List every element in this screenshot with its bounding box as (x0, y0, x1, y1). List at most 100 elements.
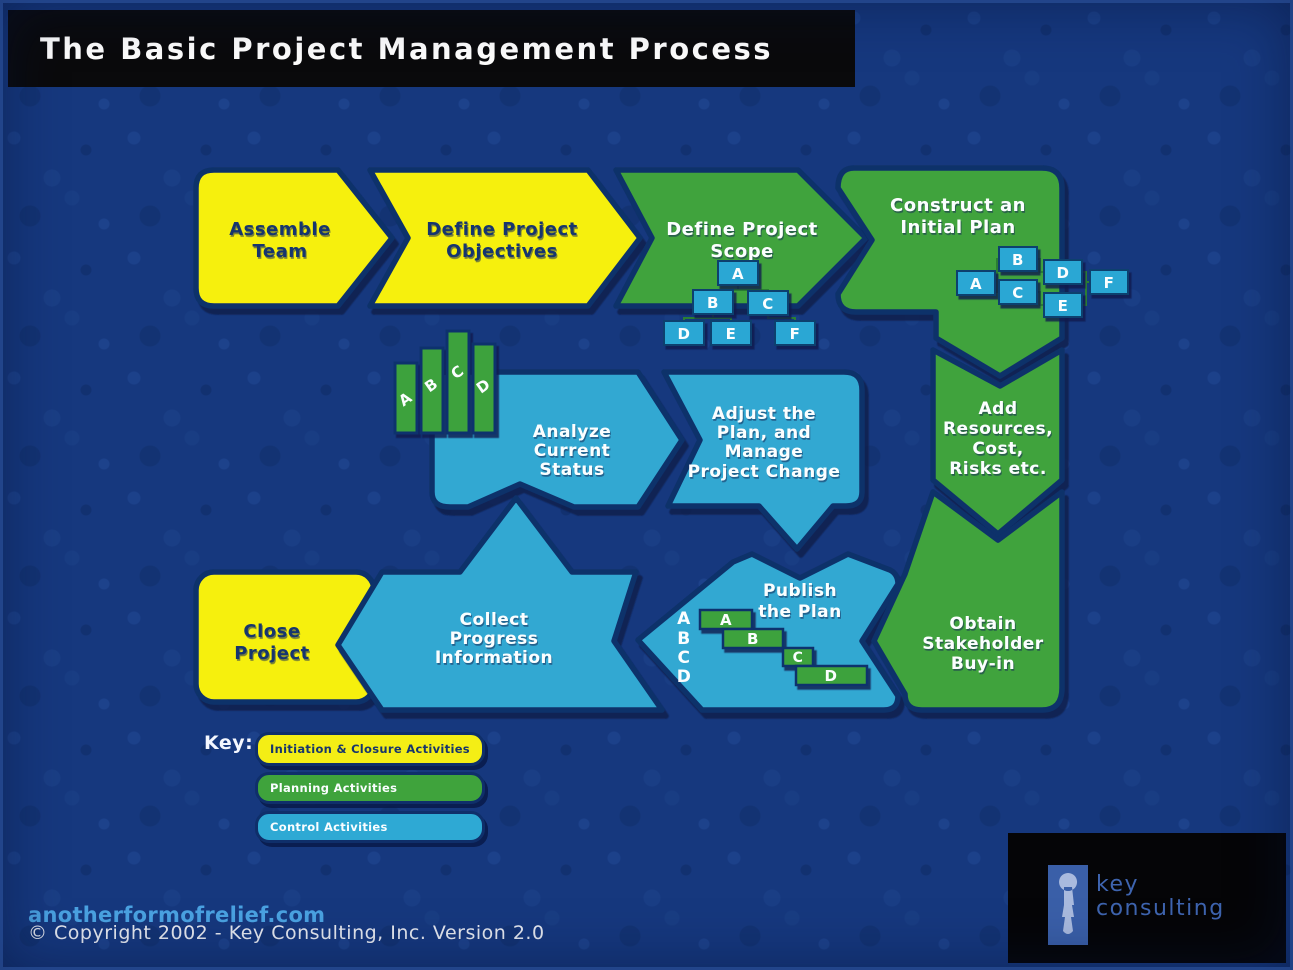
legend-item-label: Control Activities (270, 820, 388, 834)
key-glyph (1059, 873, 1078, 934)
status-bar-chart: A B C D (393, 329, 497, 435)
network-diagram: A B C D E F (956, 246, 1129, 318)
shape-obtain-buyin: Obtain Stakeholder Buy-in (871, 489, 1065, 713)
network-node-letter: B (1012, 251, 1024, 269)
wbs-node-letter: E (726, 325, 737, 343)
shape-construct-plan: Construct an Initial Plan (835, 165, 1065, 379)
footer-website-link[interactable]: anotherformofrelief.com (28, 903, 326, 927)
network-node-c (998, 279, 1038, 305)
construct-plan-label: Construct an (890, 195, 1026, 216)
network-node-e (1043, 292, 1083, 318)
gantt-row-label: A (677, 609, 691, 629)
wbs-node-letter: A (732, 265, 744, 283)
adjust-plan-label: Adjust the (712, 404, 816, 424)
collect-info-shape (335, 495, 665, 713)
gantt-bar-letter: A (720, 611, 732, 629)
network-node-a (956, 270, 996, 296)
legend-title: Key: (204, 732, 254, 754)
status-bar-b (419, 346, 445, 435)
adjust-plan-label: Manage (725, 442, 804, 462)
network-node-b (998, 246, 1038, 272)
shape-collect-info: Collect Progress Information (335, 495, 665, 713)
shape-adjust-plan: Adjust the Plan, and Manage Project Chan… (661, 369, 865, 552)
network-connector-lines (995, 258, 1090, 306)
wbs-node-letter: D (678, 325, 691, 343)
adjust-plan-shape (661, 369, 865, 552)
wbs-node-letter: C (762, 295, 774, 313)
status-bar-d (471, 342, 497, 435)
legend-item-planning: Planning Activities (255, 772, 485, 804)
obtain-buyin-label: Buy-in (951, 654, 1015, 674)
shape-add-resources: Add Resources, Cost, Risks etc. (930, 347, 1065, 537)
network-node-letter: A (970, 275, 982, 293)
collect-info-label: Progress (450, 629, 539, 649)
gantt-bar-b (721, 627, 785, 650)
publish-plan-label: the Plan (758, 602, 842, 622)
network-node-letter: C (1012, 284, 1024, 302)
analyze-status-label: Analyze (533, 422, 612, 442)
legend-item-label: Planning Activities (270, 781, 398, 795)
define-objectives-shape (367, 167, 643, 309)
wbs-node-d (663, 320, 705, 346)
obtain-buyin-label: Stakeholder (922, 634, 1044, 654)
logo-line-consulting: consulting (1096, 896, 1225, 921)
legend-item-label: Initiation & Closure Activities (270, 742, 470, 756)
close-project-label: Close (243, 621, 300, 642)
wbs-tree: A B C D E F (663, 260, 816, 346)
wbs-node-f (774, 320, 816, 346)
wbs-node-letter: F (790, 325, 801, 343)
adjust-plan-label: Plan, and (717, 423, 811, 443)
wbs-node-letter: B (707, 294, 719, 312)
page-title: The Basic Project Management Process (40, 31, 774, 66)
wbs-node-a (717, 260, 759, 286)
collect-info-label: Information (435, 648, 553, 668)
gantt-chart: A B C D A B C D (677, 608, 869, 687)
key-silhouette (1059, 873, 1078, 934)
assemble-team-label: Assemble (229, 219, 331, 240)
analyze-status-label: Status (539, 460, 604, 480)
add-resources-label: Cost, (972, 439, 1023, 459)
add-resources-label: Resources, (943, 419, 1053, 439)
title-bar: The Basic Project Management Process (8, 10, 855, 87)
legend-item-control: Control Activities (255, 811, 485, 843)
logo-line-key: key (1096, 872, 1140, 897)
network-node-letter: F (1104, 274, 1115, 292)
add-resources-label: Add (979, 399, 1018, 419)
add-resources-label: Risks etc. (949, 459, 1047, 479)
assemble-team-shape (193, 167, 395, 309)
status-bar-a (393, 361, 419, 435)
wbs-node-c (747, 290, 789, 316)
define-objectives-label: Objectives (446, 241, 558, 262)
define-scope-label: Define Project (666, 219, 818, 240)
shape-define-objectives: Define Project Objectives (367, 167, 643, 309)
publish-plan-label: Publish (763, 581, 837, 601)
obtain-buyin-shape (871, 489, 1065, 713)
footer-copyright: © Copyright 2002 - Key Consulting, Inc. … (28, 922, 545, 944)
gantt-row-label: D (677, 667, 692, 687)
shape-close-project: Close Project (193, 569, 377, 705)
shape-assemble-team: Assemble Team (193, 167, 395, 309)
wbs-node-b (692, 289, 734, 315)
network-node-letter: D (1057, 264, 1070, 282)
legend-item-initiation-closure: Initiation & Closure Activities (255, 732, 485, 766)
analyze-status-label: Current (534, 441, 611, 461)
close-project-label: Project (234, 643, 310, 664)
wbs-node-e (710, 320, 752, 346)
adjust-plan-label: Project Change (688, 462, 841, 482)
network-node-d (1043, 259, 1083, 285)
status-bar-c (445, 329, 471, 435)
shape-define-scope: Define Project Scope (613, 167, 869, 309)
construct-plan-label: Initial Plan (900, 217, 1015, 238)
network-node-f (1089, 269, 1129, 295)
gantt-bar-letter: C (793, 650, 804, 666)
assemble-team-label: Team (253, 241, 308, 262)
define-scope-label: Scope (710, 241, 774, 262)
gantt-bar-letter: B (747, 630, 759, 648)
collect-info-label: Collect (459, 610, 528, 630)
gantt-row-label: C (678, 648, 691, 668)
define-scope-shape (613, 167, 869, 309)
gantt-bar-d (794, 664, 869, 687)
add-resources-shape (930, 347, 1065, 537)
